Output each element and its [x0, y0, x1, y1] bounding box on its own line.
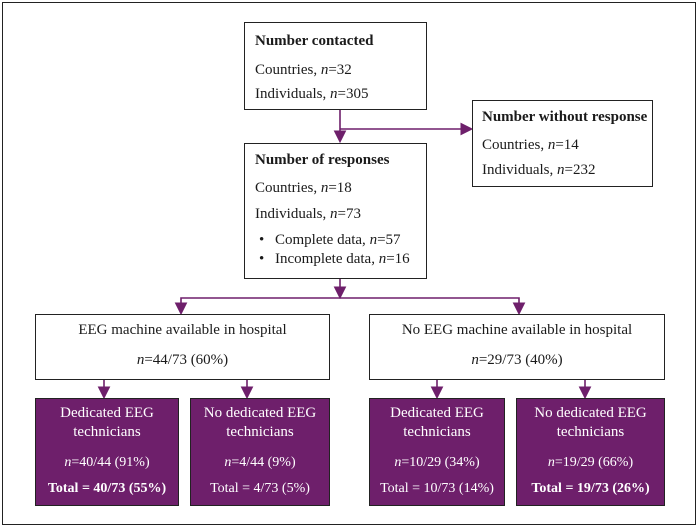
outcome-label-line1: Dedicated EEG — [60, 405, 154, 421]
eeg-not-available-title: No EEG machine available in hospital — [401, 322, 633, 338]
outcome-box-dedicated-eeg-not-available: Dedicated EEG technicians n=10/29 (34%) … — [369, 398, 505, 506]
outcome-label-line2: technicians — [556, 424, 625, 440]
outcome-label-line1: No dedicated EEG — [534, 405, 647, 421]
outcome-total: Total = 4/73 (5%) — [210, 481, 310, 496]
eeg-not-available-count: n=29/73 (40%) — [471, 352, 563, 368]
outcome-label-line1: No dedicated EEG — [203, 405, 317, 421]
contacted-individuals: Individuals, n=305 — [255, 86, 369, 102]
outcome-total: Total = 40/73 (55%) — [47, 481, 167, 496]
bullet-icon: • — [259, 251, 265, 267]
no-response-individuals: Individuals, n=232 — [482, 162, 596, 178]
bullet-icon: • — [259, 232, 265, 248]
contacted-countries: Countries, n=32 — [255, 62, 352, 78]
outcome-box-no-dedicated-eeg-available: No dedicated EEG technicians n=4/44 (9%)… — [190, 398, 330, 506]
responses-complete-data: Complete data, n=57 — [275, 232, 401, 248]
outcome-label-line2: technicians — [403, 424, 471, 440]
eeg-available-box: EEG machine available in hospital n=44/7… — [35, 314, 330, 380]
outcome-label-line2: technicians — [73, 424, 141, 440]
no-response-box: Number without response Countries, n=14 … — [472, 100, 653, 187]
no-response-title: Number without response — [482, 109, 648, 125]
outcome-count: n=40/44 (91%) — [64, 455, 150, 470]
responses-box: Number of responses Countries, n=18 Indi… — [244, 143, 427, 279]
eeg-available-count: n=44/73 (60%) — [136, 352, 229, 368]
contacted-box: Number contacted Countries, n=32 Individ… — [244, 22, 427, 110]
no-response-countries: Countries, n=14 — [482, 137, 579, 153]
responses-title: Number of responses — [255, 152, 390, 168]
eeg-not-available-box: No EEG machine available in hospital n=2… — [369, 314, 665, 380]
outcome-total: Total = 10/73 (14%) — [380, 481, 494, 496]
outcome-label-line1: Dedicated EEG — [390, 405, 484, 421]
outcome-count: n=4/44 (9%) — [224, 455, 296, 470]
responses-incomplete-data: Incomplete data, n=16 — [275, 251, 410, 267]
outcome-box-dedicated-eeg-available: Dedicated EEG technicians n=40/44 (91%) … — [35, 398, 179, 506]
outcome-count: n=19/29 (66%) — [547, 455, 634, 470]
outcome-label-line2: technicians — [226, 424, 294, 440]
responses-countries: Countries, n=18 — [255, 180, 352, 196]
contacted-title: Number contacted — [255, 33, 374, 49]
outcome-count: n=10/29 (34%) — [394, 455, 480, 470]
eeg-available-title: EEG machine available in hospital — [78, 322, 287, 338]
outcome-total: Total = 19/73 (26%) — [531, 481, 650, 496]
branch-hospital — [180, 297, 520, 310]
outcome-box-no-dedicated-eeg-not-available: No dedicated EEG technicians n=19/29 (66… — [516, 398, 665, 506]
responses-individuals: Individuals, n=73 — [255, 206, 361, 222]
